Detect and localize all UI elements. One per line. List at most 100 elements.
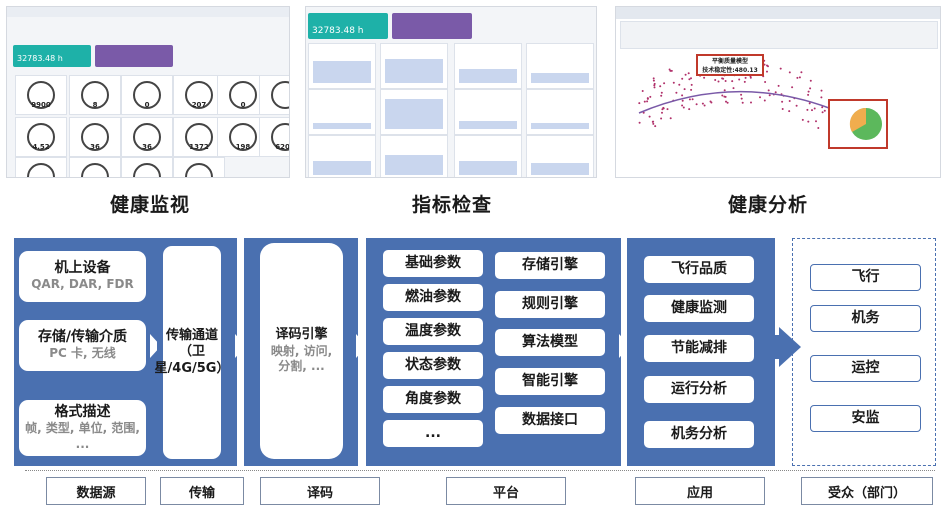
scatter-point	[682, 106, 685, 109]
param-label: 状态参数	[405, 356, 461, 373]
scatter-point	[820, 89, 823, 92]
gauge-dial	[81, 163, 109, 177]
application-label: 节能减排	[671, 339, 727, 356]
gauge-dial	[27, 123, 55, 151]
scatter-point	[684, 73, 687, 76]
source-title: 存储/传输介质	[37, 328, 128, 345]
audience-label: 飞行	[851, 268, 880, 285]
engine-label: 存储引擎	[522, 256, 578, 273]
header-bar	[7, 7, 289, 17]
gauge-dial	[229, 123, 257, 151]
gauge-widget: 36	[121, 117, 173, 157]
scatter-point	[654, 125, 657, 128]
source-onboard-equipment: 机上设备 QAR, DAR, FDR	[19, 251, 146, 302]
teal-tab: 32783.48 h	[13, 45, 91, 67]
scatter-point	[809, 79, 812, 82]
gauge-widget: 76.00	[15, 157, 67, 177]
scatter-point	[807, 90, 810, 93]
source-sub: 帧, 类型, 单位, 范围, ...	[25, 421, 140, 451]
scatter-point	[681, 94, 684, 97]
gauge-dial	[133, 123, 161, 151]
flow-arrow	[150, 334, 161, 358]
scatter-point	[795, 104, 798, 107]
application-box: 运行分析	[644, 376, 754, 403]
scatter-point	[821, 106, 824, 109]
scatter-point	[809, 87, 812, 90]
scatter-point	[740, 93, 743, 96]
chart-fill	[313, 123, 371, 129]
gauge-dial	[81, 81, 109, 109]
chart-fill	[531, 73, 589, 83]
gauge-value: 9900	[31, 101, 51, 109]
scatter-point	[701, 102, 704, 105]
mini-chart	[526, 89, 594, 135]
scatter-point	[669, 117, 672, 120]
scatter-point	[643, 100, 646, 103]
engine-label: 算法模型	[522, 333, 578, 350]
scatter-point	[779, 67, 782, 70]
scatter-point	[743, 80, 746, 83]
gauge-value: 36	[90, 143, 100, 151]
label-transmission: 传输	[160, 477, 244, 505]
scatter-point	[781, 108, 784, 110]
scatter-point	[690, 83, 693, 86]
source-sub: PC 卡, 无线	[49, 346, 116, 361]
mini-chart	[308, 135, 376, 177]
mini-chart	[308, 43, 376, 89]
transmission-text: 传输通道（卫星/4G/5G）	[154, 328, 230, 376]
scatter-point	[681, 104, 684, 107]
caption-indicator-check: 指标检查	[411, 194, 492, 216]
mini-chart	[454, 43, 522, 89]
scatter-point	[653, 86, 656, 89]
scatter-point	[649, 95, 652, 98]
application-label: 机务分析	[671, 425, 727, 442]
scatter-point	[788, 71, 791, 74]
scatter-point	[642, 111, 645, 114]
scatter-point	[798, 76, 801, 79]
gauge-value: 198	[235, 143, 251, 151]
scatter-point	[690, 77, 692, 80]
scatter-point	[767, 89, 770, 92]
gauge-dial	[27, 163, 55, 177]
chart-fill	[459, 161, 517, 175]
filter-bar	[620, 21, 938, 49]
audience-label: 安监	[851, 409, 880, 426]
scatter-point	[740, 97, 743, 100]
health-monitor-screenshot: 32783.48 h 99008020704.52363613721986208…	[6, 6, 290, 178]
gauge-widget	[69, 157, 121, 177]
tab-value: 32783.48 h	[312, 26, 364, 36]
decode-sub: 映射, 访问, 分割, ...	[270, 343, 333, 374]
scatter-point	[823, 109, 826, 112]
scatter-point	[646, 100, 649, 103]
scatter-point	[777, 84, 780, 87]
gauge-dial	[81, 123, 109, 151]
chart-subtitle: 技术稳定性:480.13	[702, 67, 758, 74]
dotted-baseline	[25, 470, 935, 471]
scatter-point	[788, 110, 791, 113]
scatter-point	[768, 94, 771, 97]
pie-box	[828, 99, 888, 149]
transmission-channel: 传输通道（卫星/4G/5G）	[155, 246, 229, 459]
param-box: 状态参数	[383, 352, 483, 379]
scatter-point	[764, 81, 767, 83]
chart-fill	[385, 59, 443, 83]
scatter-point	[652, 79, 655, 82]
gauge-widget	[173, 157, 225, 177]
scatter-point	[652, 122, 655, 125]
gauge-dial	[271, 123, 289, 151]
mini-chart	[454, 135, 522, 177]
scatter-point	[726, 101, 729, 104]
mini-chart	[454, 89, 522, 135]
gauge-value: 1372	[189, 143, 209, 151]
gauge-dial	[27, 81, 55, 109]
scatter-point	[668, 68, 671, 71]
caption-health-analysis: 健康分析	[727, 194, 808, 216]
scatter-point	[759, 96, 761, 99]
scatter-point	[641, 90, 644, 92]
label-application: 应用	[635, 477, 765, 505]
audience-box: 机务	[810, 305, 921, 332]
label-decode: 译码	[260, 477, 380, 505]
scatter-point	[774, 91, 777, 94]
scatter-point	[681, 77, 684, 80]
source-storage-media: 存储/传输介质 PC 卡, 无线	[19, 320, 146, 371]
